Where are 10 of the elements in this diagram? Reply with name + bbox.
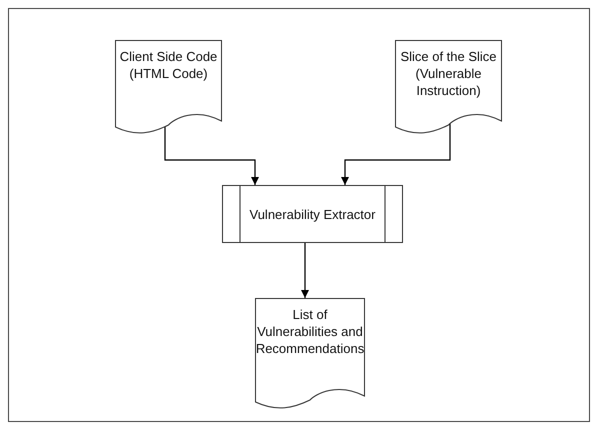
arrow — [301, 243, 309, 298]
node-label: Vulnerability Extractor — [250, 206, 376, 222]
node-label: Client Side Code (HTML Code) — [119, 48, 218, 82]
node-label: Slice of the Slice (Vulnerable Instruction) — [399, 48, 498, 99]
predefined-process-box — [222, 185, 403, 243]
arrow — [341, 123, 451, 185]
node-label: List of Vulnerabilities and Recommendations — [256, 306, 364, 357]
document-shape — [115, 40, 222, 135]
document-shape — [255, 298, 365, 410]
document-shape — [395, 40, 502, 135]
